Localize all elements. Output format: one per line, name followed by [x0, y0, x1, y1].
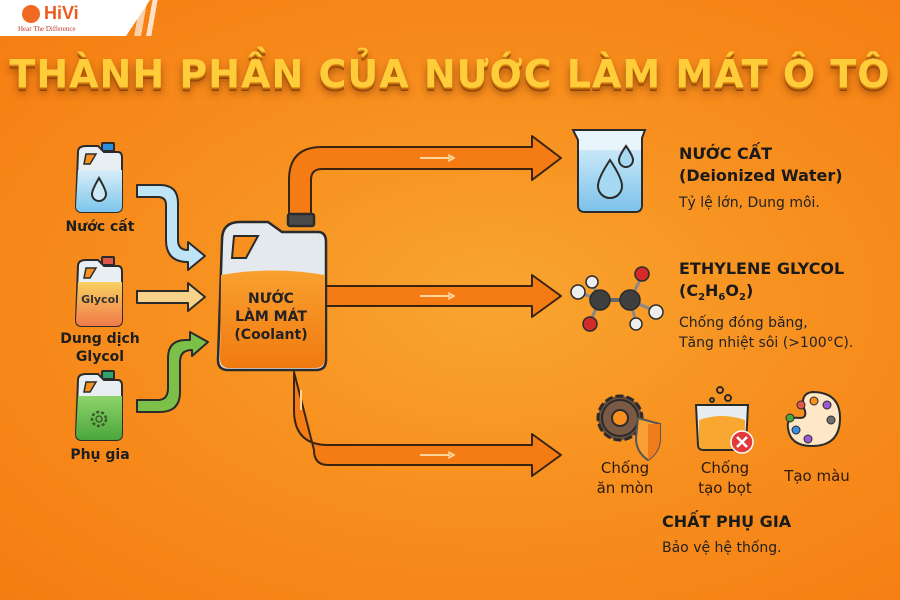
hivi-logo-icon: [22, 5, 40, 23]
arrow-glycol-in: [136, 282, 206, 312]
input-label-glycol-line1: Dung dịch: [60, 331, 140, 347]
input-label-water: Nước cất: [65, 219, 135, 235]
output-glycol-desc2: Tăng nhiệt sôi (>100°C).: [679, 335, 854, 352]
additive-anticorrosion-line1: Chống: [600, 459, 650, 477]
formula-part: O: [725, 281, 739, 300]
coolant-label: NƯỚC LÀM MÁT (Coolant): [226, 290, 316, 344]
arrow-additive-in: [136, 331, 209, 413]
additive-antifoam-label: Chống tạo bọt: [685, 458, 765, 498]
additive-anticorrosion-label: Chống ăn mòn: [585, 458, 665, 498]
output-glycol-heading: ETHYLENE GLYCOL: [679, 259, 845, 278]
color-palette-icon: [785, 390, 842, 448]
additives-heading: CHẤT PHỤ GIA: [662, 512, 792, 531]
additives-desc: Bảo vệ hệ thống.: [662, 540, 782, 556]
glycol-jug-label: Glycol: [81, 293, 119, 306]
formula-part: (C: [679, 281, 699, 300]
additive-color-label: Tạo màu: [784, 467, 850, 485]
formula-sub: 6: [718, 292, 726, 304]
additive-antifoam-line1: Chống: [700, 459, 750, 477]
coolant-line1: NƯỚC: [248, 291, 294, 307]
pipe-to-water: [288, 135, 562, 215]
output-water: NƯỚC CẤT (Deionized Water) Tỷ lệ lớn, Du…: [679, 143, 899, 213]
jug-water: [74, 142, 123, 213]
brand-tagline: Hear The Difference: [18, 25, 76, 33]
output-water-subheading: (Deionized Water): [679, 166, 843, 185]
pipe-to-glycol: [324, 274, 562, 318]
additive-antifoam-line2: tạo bọt: [698, 479, 752, 497]
formula-part: ): [745, 281, 754, 300]
output-water-desc: Tỷ lệ lớn, Dung môi.: [679, 195, 820, 211]
formula-sub: 2: [739, 292, 746, 304]
formula-part: H: [705, 281, 719, 300]
jug-additive: [74, 370, 123, 441]
output-glycol-desc1: Chống đóng băng,: [679, 315, 808, 332]
coolant-line3: (Coolant): [234, 327, 308, 343]
output-water-heading: NƯỚC CẤT: [679, 144, 773, 163]
input-label-glycol: Dung dịch Glycol: [40, 330, 160, 366]
foam-beaker-x-icon: [694, 386, 754, 454]
output-glycol: ETHYLENE GLYCOL (C2H6O2) Chống đóng băng…: [679, 258, 899, 353]
rusty-gear-shield-icon: [596, 394, 661, 462]
input-label-additive: Phụ gia: [70, 447, 130, 463]
arrow-water-in: [136, 184, 206, 271]
pipe-to-additives: [293, 371, 562, 477]
brand-name: HiVi: [44, 3, 79, 23]
additive-anticorrosion-line2: ăn mòn: [596, 479, 654, 497]
input-label-glycol-line2: Glycol: [75, 349, 125, 365]
beaker-water-icon: [571, 129, 647, 213]
jug-coolant: [216, 212, 328, 372]
formula-sub: 2: [698, 292, 706, 304]
jug-glycol: [74, 256, 123, 327]
page-title: THÀNH PHẦN CỦA NƯỚC LÀM MÁT Ô TÔ: [9, 52, 891, 96]
output-glycol-formula: (C2H6O2): [679, 280, 899, 309]
molecule-icon: [570, 266, 664, 332]
coolant-line2: LÀM MÁT: [235, 309, 307, 325]
